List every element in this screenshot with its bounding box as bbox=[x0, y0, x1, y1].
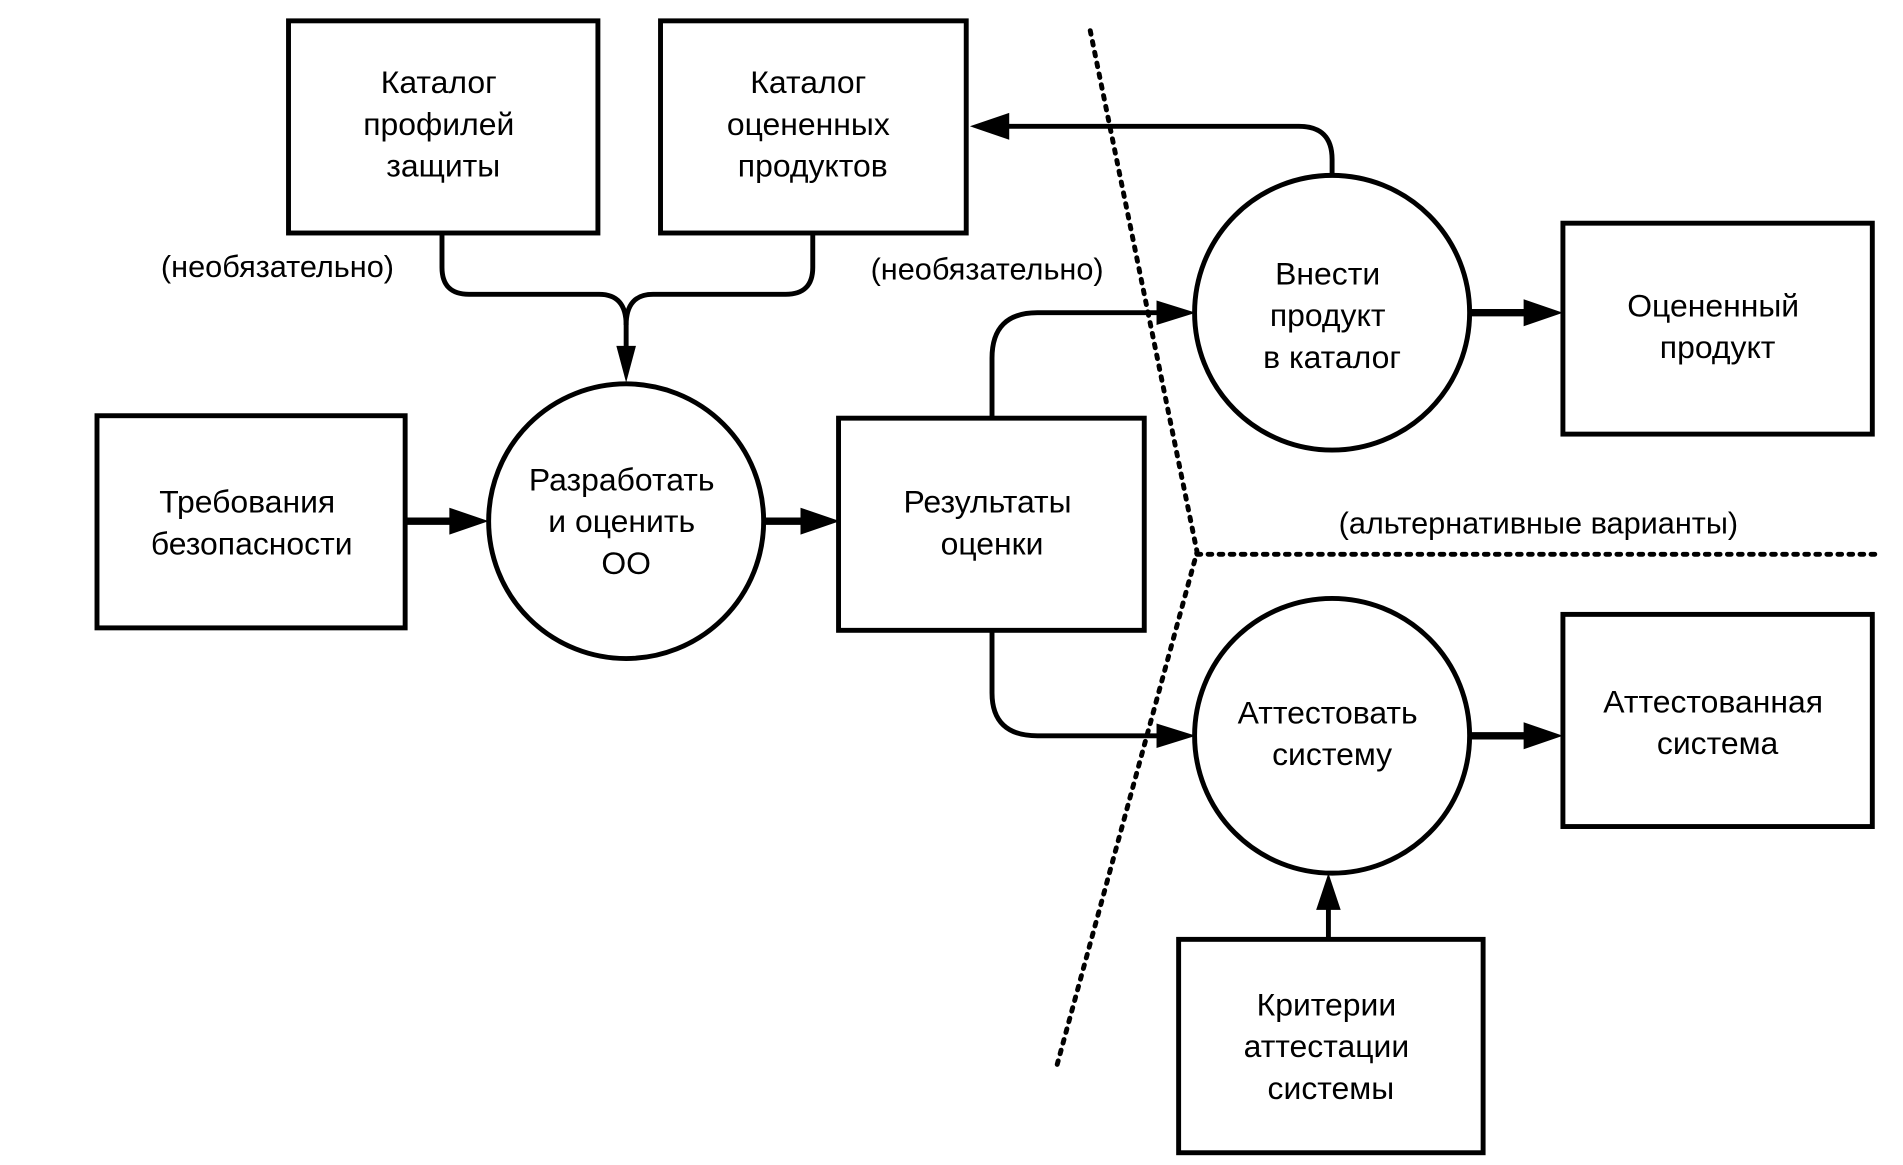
node-label: Критерии аттестации системы bbox=[1244, 986, 1418, 1105]
node-label: Требования безопасности bbox=[151, 484, 353, 562]
alternatives-boundary bbox=[1053, 28, 1881, 1072]
node-protection-profiles-catalog: Каталог профилей защиты bbox=[286, 18, 601, 236]
note-alternatives: (альтернативные варианты) bbox=[1339, 506, 1738, 540]
arrowhead-into-add-catalog bbox=[1156, 300, 1196, 325]
arrowhead-into-develop bbox=[616, 345, 636, 383]
node-evaluated-products-catalog: Каталог оцененных продуктов bbox=[658, 18, 969, 236]
node-label: Аттестованная система bbox=[1603, 684, 1832, 762]
edge-add-catalog-to-products-catalog bbox=[1004, 123, 1335, 176]
node-label: Оцененный продукт bbox=[1627, 287, 1808, 365]
node-security-requirements: Требования безопасности bbox=[94, 413, 408, 631]
arrowhead-into-certify bbox=[1156, 723, 1196, 749]
node-label: Разработать и оценить ОО bbox=[529, 462, 723, 581]
arrowhead-into-evaluated-product bbox=[1523, 299, 1563, 327]
arrowhead-into-results bbox=[800, 507, 840, 535]
arrowhead-into-certify-bottom bbox=[1316, 873, 1341, 910]
node-evaluation-results: Результаты оценки bbox=[836, 415, 1147, 633]
node-evaluated-product: Оцененный продукт bbox=[1560, 220, 1875, 437]
edge-products-catalog-to-develop bbox=[623, 233, 816, 326]
arrowhead-into-certified-system bbox=[1523, 722, 1563, 750]
node-label: Внести продукт в каталог bbox=[1263, 256, 1401, 375]
edge-results-to-certify bbox=[989, 630, 1164, 739]
node-label: Результаты оценки bbox=[904, 484, 1081, 562]
node-label: Аттестовать систему bbox=[1238, 695, 1427, 773]
arrowhead-into-develop-left bbox=[449, 507, 489, 535]
arrowhead-into-products-catalog bbox=[969, 112, 1010, 140]
note-optional-left: (необязательно) bbox=[161, 250, 394, 284]
node-add-product-to-catalog: Внести продукт в каталог bbox=[1192, 172, 1473, 453]
node-label: Каталог оцененных продуктов bbox=[727, 64, 899, 183]
edge-profiles-to-develop bbox=[439, 233, 629, 350]
node-system-certification-criteria: Критерии аттестации системы bbox=[1176, 936, 1486, 1156]
note-optional-right: (необязательно) bbox=[871, 253, 1104, 287]
node-label: Каталог профилей защиты bbox=[363, 64, 523, 183]
edges bbox=[405, 112, 1563, 940]
edge-results-to-add-catalog bbox=[989, 310, 1164, 419]
node-develop-and-evaluate: Разработать и оценить ОО bbox=[486, 381, 767, 661]
node-certify-system: Аттестовать систему bbox=[1192, 595, 1473, 876]
node-certified-system: Аттестованная система bbox=[1560, 611, 1875, 829]
